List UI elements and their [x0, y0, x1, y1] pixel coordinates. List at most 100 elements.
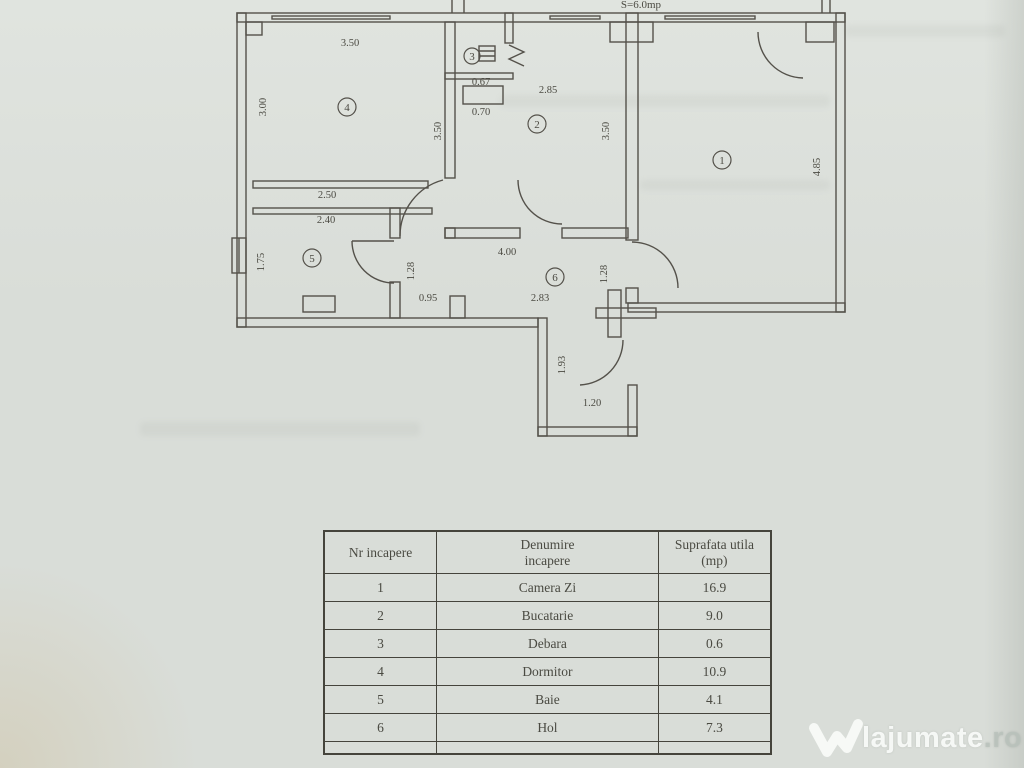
- pillar-entrance-junction-h: [595, 307, 657, 319]
- wall-room1-left-lower: [625, 287, 639, 304]
- shelf-room3-hatch: [479, 50, 495, 57]
- cell-room-name: Dormitor: [436, 657, 659, 686]
- header-suprafata-utila: Suprafata utila (mp): [657, 530, 772, 574]
- wall-entrance-right: [627, 384, 638, 437]
- dimension-label: 3.00: [258, 98, 269, 116]
- pillar-top-divider: [609, 21, 654, 43]
- room-markers-group: [302, 47, 732, 287]
- wall-entrance-left: [537, 317, 548, 437]
- cell-room-area: [657, 741, 772, 755]
- cell-room-area: 4.1: [657, 685, 772, 714]
- cell-room-nr: 6: [323, 713, 438, 742]
- room-circle-1: [712, 150, 732, 170]
- fixture-bathroom: [302, 295, 336, 313]
- bleed-through-smudge: [845, 25, 1005, 37]
- table-header-row: Nr incapere Denumire incapere Suprafata …: [323, 530, 772, 574]
- cell-room-name: [436, 741, 659, 755]
- table-row: 1 Camera Zi 16.9: [323, 573, 772, 602]
- dimension-label: 4.85: [812, 158, 823, 176]
- room-number: 3: [469, 51, 475, 63]
- watermark-tld: .ro: [983, 722, 1023, 754]
- folding-door-room3: [507, 44, 526, 67]
- lajumate-watermark: lajumate.ro: [800, 714, 1022, 764]
- dimension-label: 1.93: [557, 356, 568, 374]
- wall-room3-right: [504, 12, 514, 44]
- pillar-hall-notch: [449, 295, 466, 319]
- table-empty-row: [323, 741, 772, 755]
- wall-bathroom-top: [252, 207, 433, 215]
- table-row: 5 Baie 4.1: [323, 685, 772, 714]
- wall-room3-bottom: [444, 72, 514, 80]
- room-number: 4: [344, 102, 350, 114]
- table-row: 3 Debara 0.6: [323, 629, 772, 658]
- dimension-label: 0.67: [472, 77, 490, 88]
- room-circle-5: [302, 248, 322, 268]
- wall-room4-room3: [444, 21, 456, 179]
- wall-bathroom-right-lower: [389, 281, 401, 319]
- window-room2: [549, 15, 601, 20]
- wall-stub-hall: [444, 227, 456, 239]
- dimension-label: 1.28: [406, 262, 417, 280]
- wall-hall-top-left: [444, 227, 521, 239]
- door-arc-kitchen: [517, 179, 563, 225]
- room-number: 1: [719, 155, 725, 167]
- pillar-entrance-junction-v: [607, 289, 622, 338]
- lajumate-logo-icon: [809, 719, 863, 757]
- header-denumire-incapere: Denumire incapere: [436, 530, 659, 574]
- table-row: 6 Hol 7.3: [323, 713, 772, 742]
- cell-room-area: 0.6: [657, 629, 772, 658]
- header-line: incapere: [524, 552, 571, 568]
- dimension-label: 2.83: [531, 293, 549, 304]
- watermark-text: lajumate.ro: [862, 722, 1022, 755]
- wall-exterior-right: [835, 12, 846, 313]
- bleed-through-smudge: [640, 180, 830, 190]
- shelf-room3: [478, 45, 496, 62]
- wall-bathroom-right-upper: [389, 207, 401, 239]
- wall-room1-bottom: [627, 302, 846, 313]
- cell-room-nr: 2: [323, 601, 438, 630]
- dimension-label: 0.95: [419, 293, 437, 304]
- room-circle-2: [527, 114, 547, 134]
- door-arc-entrance: [579, 339, 624, 386]
- wall-exterior-left: [236, 12, 247, 328]
- room-number: 5: [309, 253, 315, 265]
- cell-room-area: 16.9: [657, 573, 772, 602]
- wall-entrance-bottom: [537, 426, 638, 437]
- door-arc-vestibule: [399, 179, 444, 237]
- pillar-top-right: [805, 21, 835, 43]
- dimension-label: 4.00: [498, 247, 516, 258]
- balcony-area-label: S=6.0mp: [621, 0, 662, 11]
- dimension-label: 3.50: [341, 38, 359, 49]
- dimension-label: 2.40: [317, 215, 335, 226]
- wall-hall-top-right: [561, 227, 629, 239]
- dimension-label: 2.85: [539, 85, 557, 96]
- dimension-label: 1.75: [256, 253, 267, 271]
- door-arc-balcony: [757, 31, 804, 79]
- pillar-room4-corner: [245, 21, 263, 36]
- cell-room-name: Debara: [436, 629, 659, 658]
- cell-room-nr: 1: [323, 573, 438, 602]
- cell-room-area: 10.9: [657, 657, 772, 686]
- dimension-label: 0.70: [472, 107, 490, 118]
- room-legend-table: Nr incapere Denumire incapere Suprafata …: [323, 530, 772, 755]
- watermark-brand: lajumate: [862, 722, 984, 754]
- bleed-through-smudge: [140, 422, 420, 436]
- cell-room-name: Bucatarie: [436, 601, 659, 630]
- door-arc-room1: [631, 241, 679, 289]
- header-nr-incapere: Nr incapere: [323, 530, 438, 574]
- dimension-label: 3.50: [433, 122, 444, 140]
- room-circle-3: [463, 47, 481, 65]
- window-room4: [271, 15, 391, 20]
- room-circle-4: [337, 97, 357, 117]
- wall-stubs-to-balcony: [451, 0, 831, 13]
- cell-room-nr: 3: [323, 629, 438, 658]
- dimension-label: 3.50: [601, 122, 612, 140]
- cell-room-name: Baie: [436, 685, 659, 714]
- wall-exterior-bottom: [236, 317, 539, 328]
- cell-room-name: Camera Zi: [436, 573, 659, 602]
- dimension-label: 1.28: [599, 265, 610, 283]
- dimension-labels-group: 3.50 3.00 3.50 0.67 0.70 2.85 3.50 4.85 …: [256, 0, 823, 409]
- cell-room-area: 7.3: [657, 713, 772, 742]
